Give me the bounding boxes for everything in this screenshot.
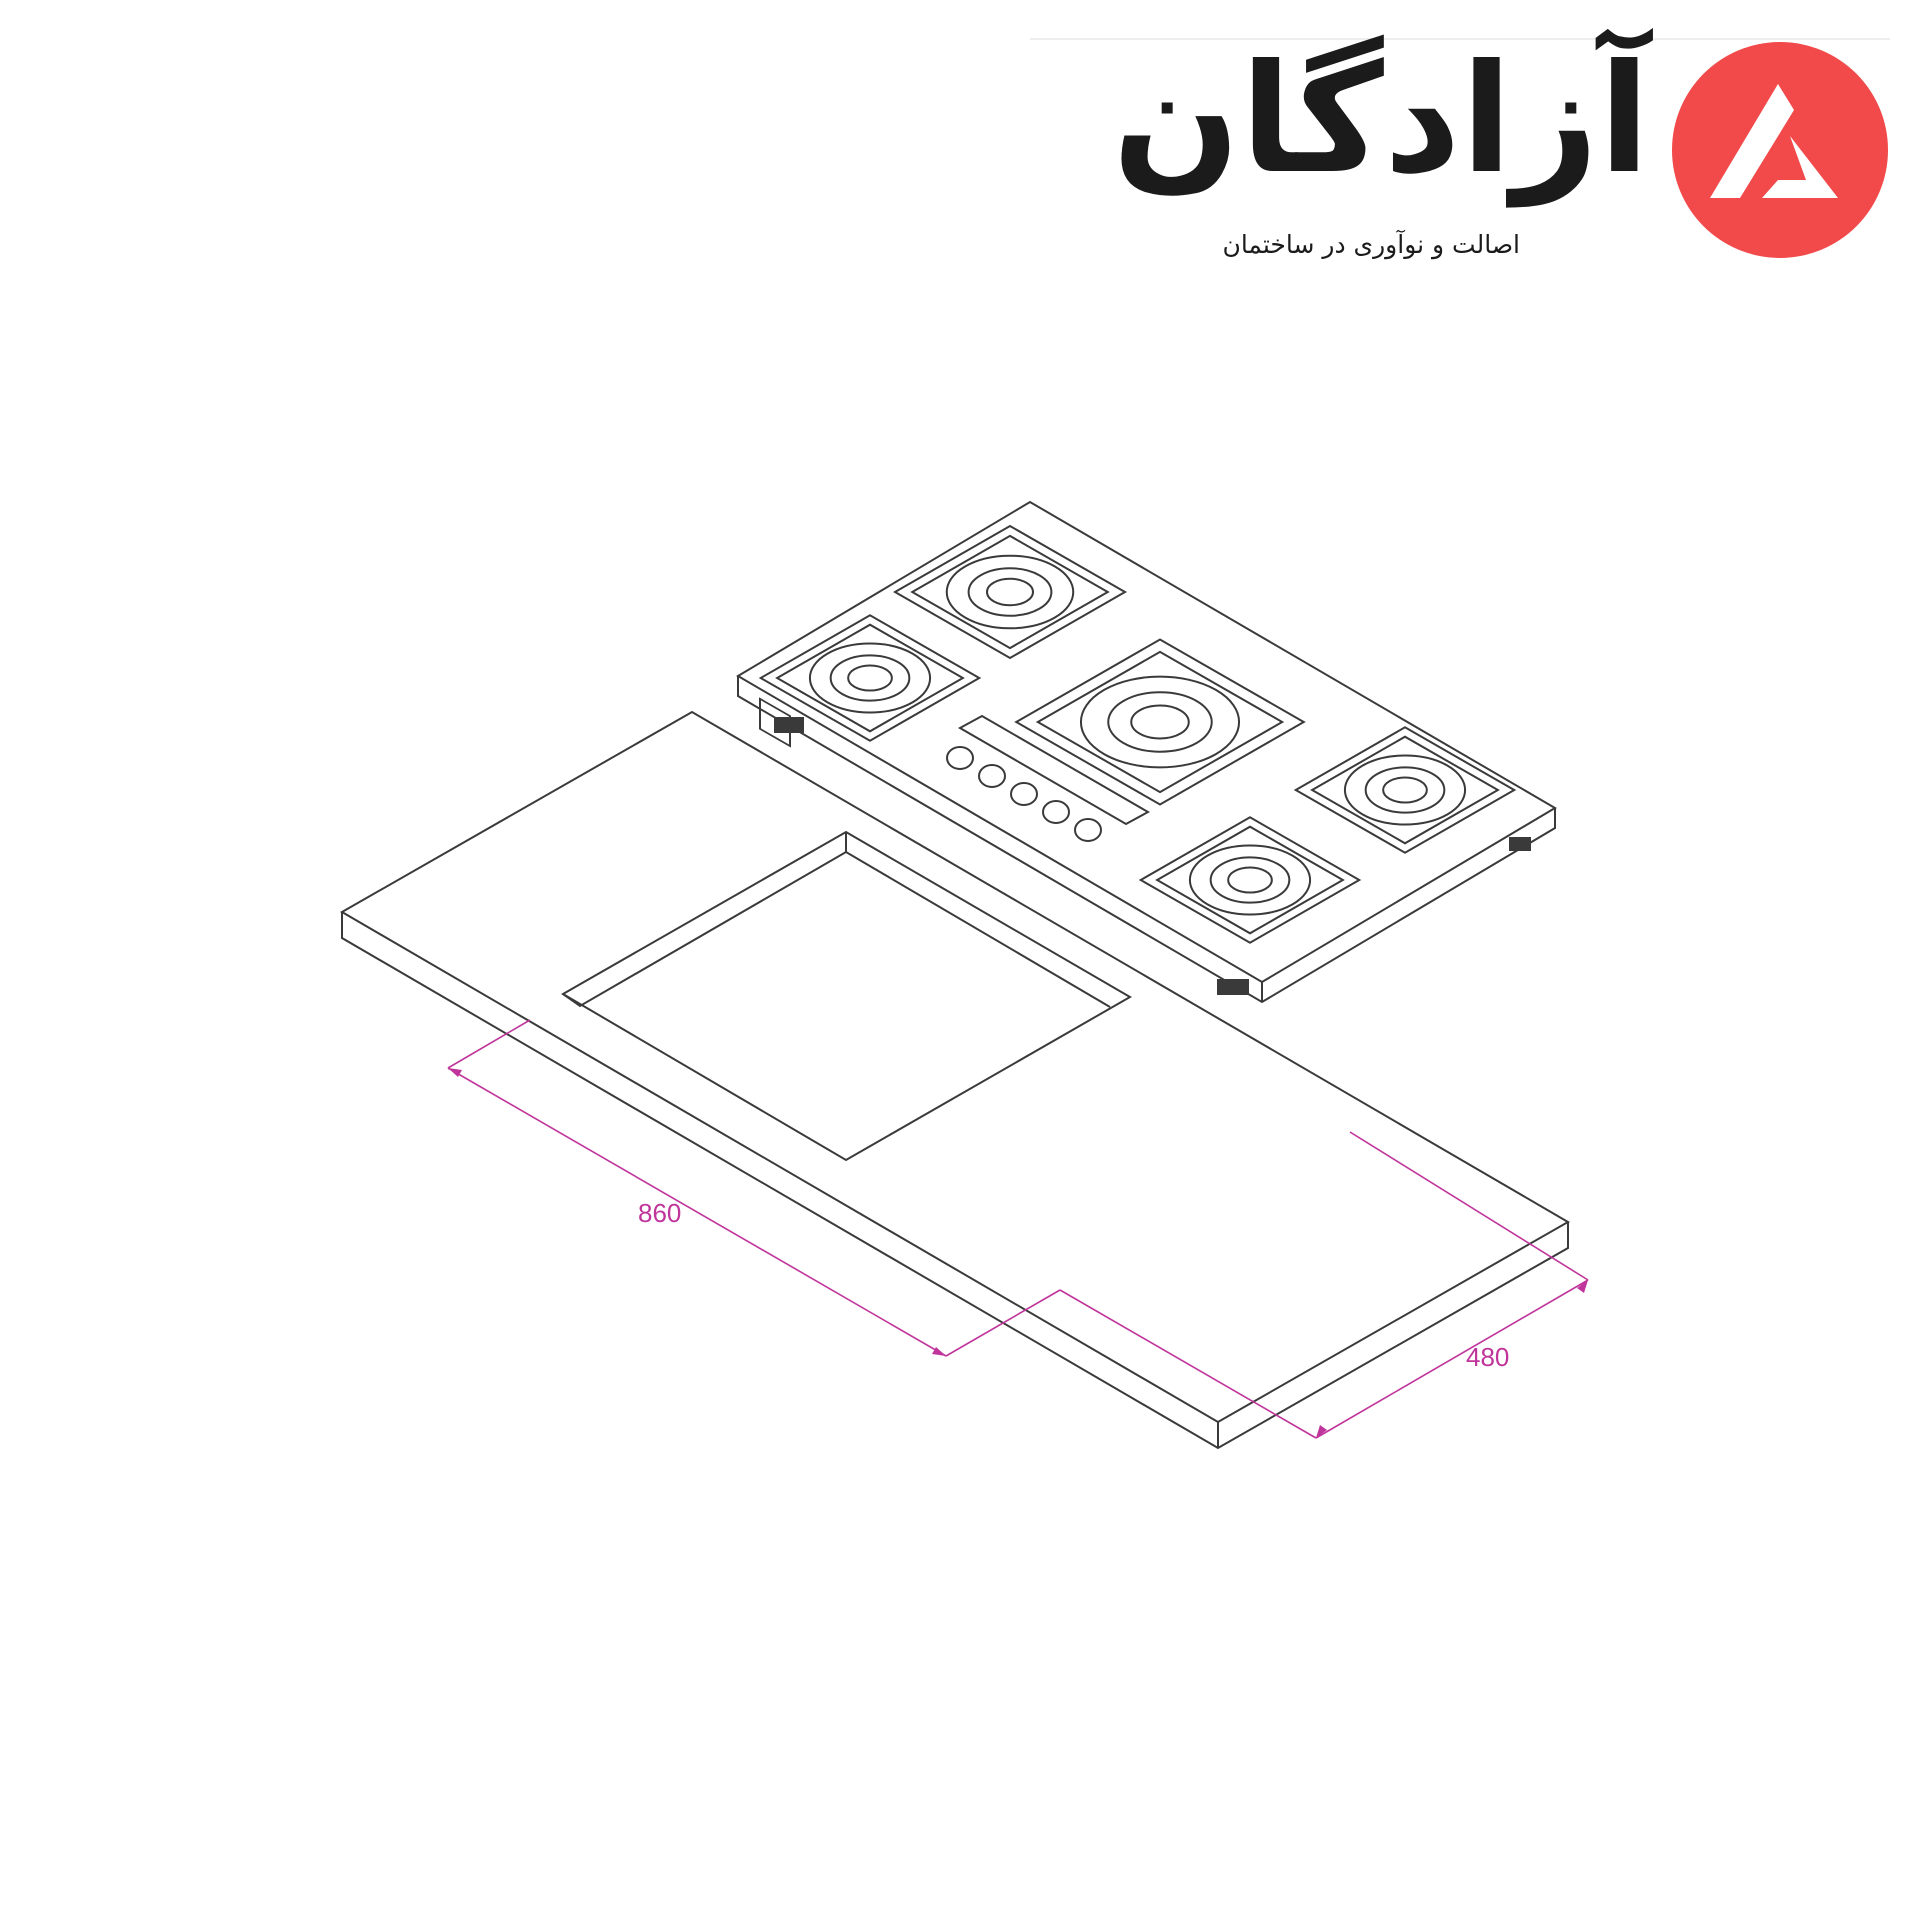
- burner-grate: [1293, 726, 1517, 854]
- burner-grate: [758, 614, 982, 742]
- brand-name: آزادگان: [1112, 33, 1650, 207]
- brand-logo: آزادگان اصالت و نوآوری در ساختمان: [1020, 30, 1890, 270]
- cutout: [561, 830, 1132, 1162]
- brand-tagline: اصالت و نوآوری در ساختمان: [1222, 230, 1520, 259]
- control-knobs: [946, 746, 1102, 842]
- dimension-label-860: 860: [638, 1198, 681, 1228]
- control-knob: [978, 764, 1006, 788]
- dimension-arrows: [448, 1068, 1588, 1438]
- dimension-label-480: 480: [1466, 1342, 1509, 1372]
- dimension-lines: [447, 1019, 1589, 1439]
- control-knob: [1042, 800, 1070, 824]
- gas-hob: [736, 500, 1557, 1004]
- header-divider: [1030, 38, 1890, 40]
- control-knob: [946, 746, 974, 770]
- azadegan-logo-icon: [1672, 42, 1888, 258]
- burner-grate: [892, 524, 1128, 660]
- control-knob: [1010, 782, 1038, 806]
- control-knob: [1074, 818, 1102, 842]
- burner-grate: [1014, 638, 1306, 806]
- burner-grate: [1138, 816, 1362, 944]
- burners: [758, 524, 1517, 944]
